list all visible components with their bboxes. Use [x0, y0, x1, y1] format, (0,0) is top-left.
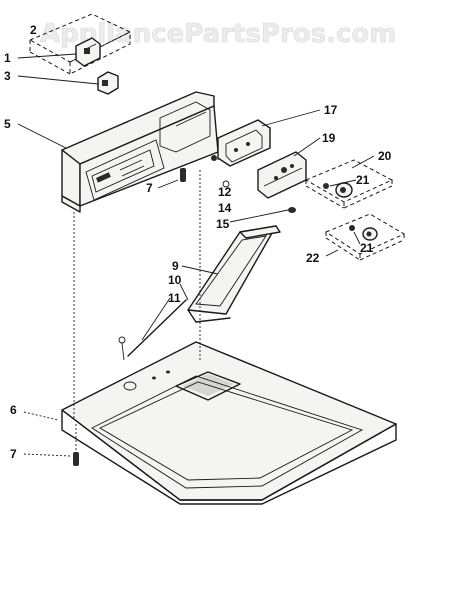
- label-part-11: 11: [168, 291, 181, 305]
- label-part-19: 19: [322, 131, 336, 145]
- label-part-7-lower: 7: [10, 447, 17, 461]
- part-14-nut[interactable]: [222, 180, 230, 188]
- part-7-screw-lower[interactable]: [73, 452, 79, 466]
- label-part-20: 20: [378, 149, 392, 163]
- part-17-bracket[interactable]: [217, 119, 271, 167]
- part-22-dashed-box: [324, 213, 406, 261]
- label-part-1: 1: [4, 51, 11, 65]
- part-15-screw[interactable]: [288, 207, 296, 213]
- label-part-9: 9: [172, 259, 179, 273]
- part-20-dashed-box: [304, 159, 394, 209]
- part-19-switch-plate[interactable]: [257, 151, 307, 199]
- label-part-10: 10: [168, 273, 182, 287]
- part-9-lid-panel[interactable]: [187, 225, 281, 323]
- part-5-console-panel[interactable]: [61, 91, 219, 213]
- leader-lines: [17, 53, 375, 457]
- part-11-hinge-rod[interactable]: [118, 299, 187, 361]
- label-part-14: 14: [218, 201, 232, 215]
- label-part-2: 2: [30, 23, 37, 37]
- label-part-21-lower: 21: [360, 241, 374, 255]
- label-part-15: 15: [216, 217, 230, 231]
- part-7-screw-upper[interactable]: [180, 168, 186, 182]
- label-part-7-upper: 7: [146, 181, 153, 195]
- part-12-spring[interactable]: [211, 155, 217, 161]
- label-part-22: 22: [306, 251, 320, 265]
- part-6-top-panel[interactable]: [61, 341, 397, 505]
- label-part-5: 5: [4, 117, 11, 131]
- part-21-knob-lower[interactable]: [349, 225, 378, 241]
- label-part-12: 12: [218, 185, 232, 199]
- label-part-17: 17: [324, 103, 338, 117]
- part-2-dashed-box: [28, 13, 132, 75]
- part-1-bracket[interactable]: [75, 37, 101, 67]
- part-3-clip[interactable]: [97, 71, 119, 95]
- label-part-3: 3: [4, 69, 11, 83]
- label-part-21-upper: 21: [356, 173, 370, 187]
- label-part-6: 6: [10, 403, 17, 417]
- part-21-knob-upper[interactable]: [323, 182, 353, 198]
